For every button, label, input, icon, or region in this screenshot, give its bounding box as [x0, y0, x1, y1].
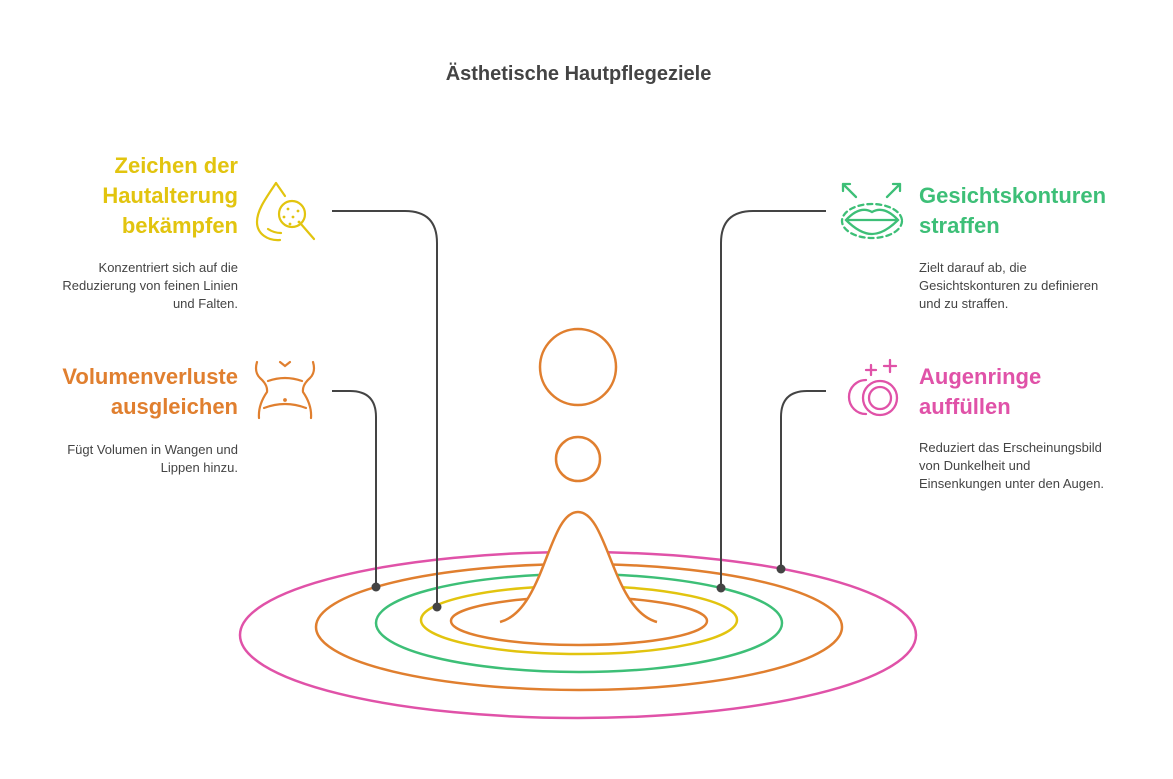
goal-description-contours: Zielt darauf ab, die Gesichtskonturen zu…: [919, 259, 1098, 313]
description-line: von Dunkelheit und: [919, 458, 1031, 473]
description-line: Fügt Volumen in Wangen und: [67, 442, 238, 457]
heading-line: Zeichen der: [114, 153, 238, 178]
body-waist-icon: [254, 360, 316, 420]
goal-description-eyes: Reduziert das Erscheinungsbild von Dunke…: [919, 439, 1104, 493]
drop-small: [554, 435, 602, 483]
connector-dot: [432, 602, 442, 612]
connector-1: [332, 210, 438, 607]
skin-drop-magnifier-icon: [255, 181, 316, 242]
heading-line: bekämpfen: [121, 213, 238, 238]
connector-2: [332, 390, 377, 587]
heading-line: Augenringe: [919, 364, 1042, 389]
eye-rings-icon: [847, 358, 899, 417]
heading-line: Hautalterung: [102, 183, 238, 208]
heading-line: auffüllen: [919, 394, 1011, 419]
connector-3: [720, 210, 826, 588]
heading-line: ausgleichen: [110, 394, 238, 419]
description-line: Einsenkungen unter den Augen.: [919, 476, 1105, 491]
description-line: Reduziert das Erscheinungsbild: [919, 440, 1102, 455]
connector-4: [780, 390, 826, 569]
goal-heading-contours: Gesichtskonturen straffen: [919, 181, 1106, 241]
heading-line: Gesichtskonturen: [919, 183, 1107, 208]
goal-heading-volume: Volumenverluste ausgleichen: [62, 362, 238, 422]
goal-description-volume: Fügt Volumen in Wangen und Lippen hinzu.: [67, 441, 238, 477]
drop-large: [538, 327, 618, 407]
description-line: Zielt darauf ab, die: [919, 260, 1027, 275]
heading-line: Volumenverluste: [62, 364, 238, 389]
connector-dot: [776, 564, 786, 574]
page-title: Ästhetische Hautpflegeziele: [445, 63, 712, 85]
description-line: und Falten.: [172, 296, 238, 311]
connector-dot: [716, 583, 726, 593]
description-line: Reduzierung von feinen Linien: [62, 278, 238, 293]
description-line: Lippen hinzu.: [160, 460, 238, 475]
description-line: und zu straffen.: [919, 296, 1009, 311]
goal-heading-aging: Zeichen der Hautalterung bekämpfen: [102, 151, 238, 241]
lips-contour-icon: [840, 182, 904, 240]
droplet-splash: [499, 510, 658, 624]
goal-heading-eyes: Augenringe auffüllen: [919, 362, 1041, 422]
description-line: Gesichtskonturen zu definieren: [919, 278, 1099, 293]
description-line: Konzentriert sich auf die: [98, 260, 238, 275]
connector-dot: [371, 582, 381, 592]
heading-line: straffen: [919, 213, 1000, 238]
goal-description-aging: Konzentriert sich auf die Reduzierung vo…: [62, 259, 238, 313]
